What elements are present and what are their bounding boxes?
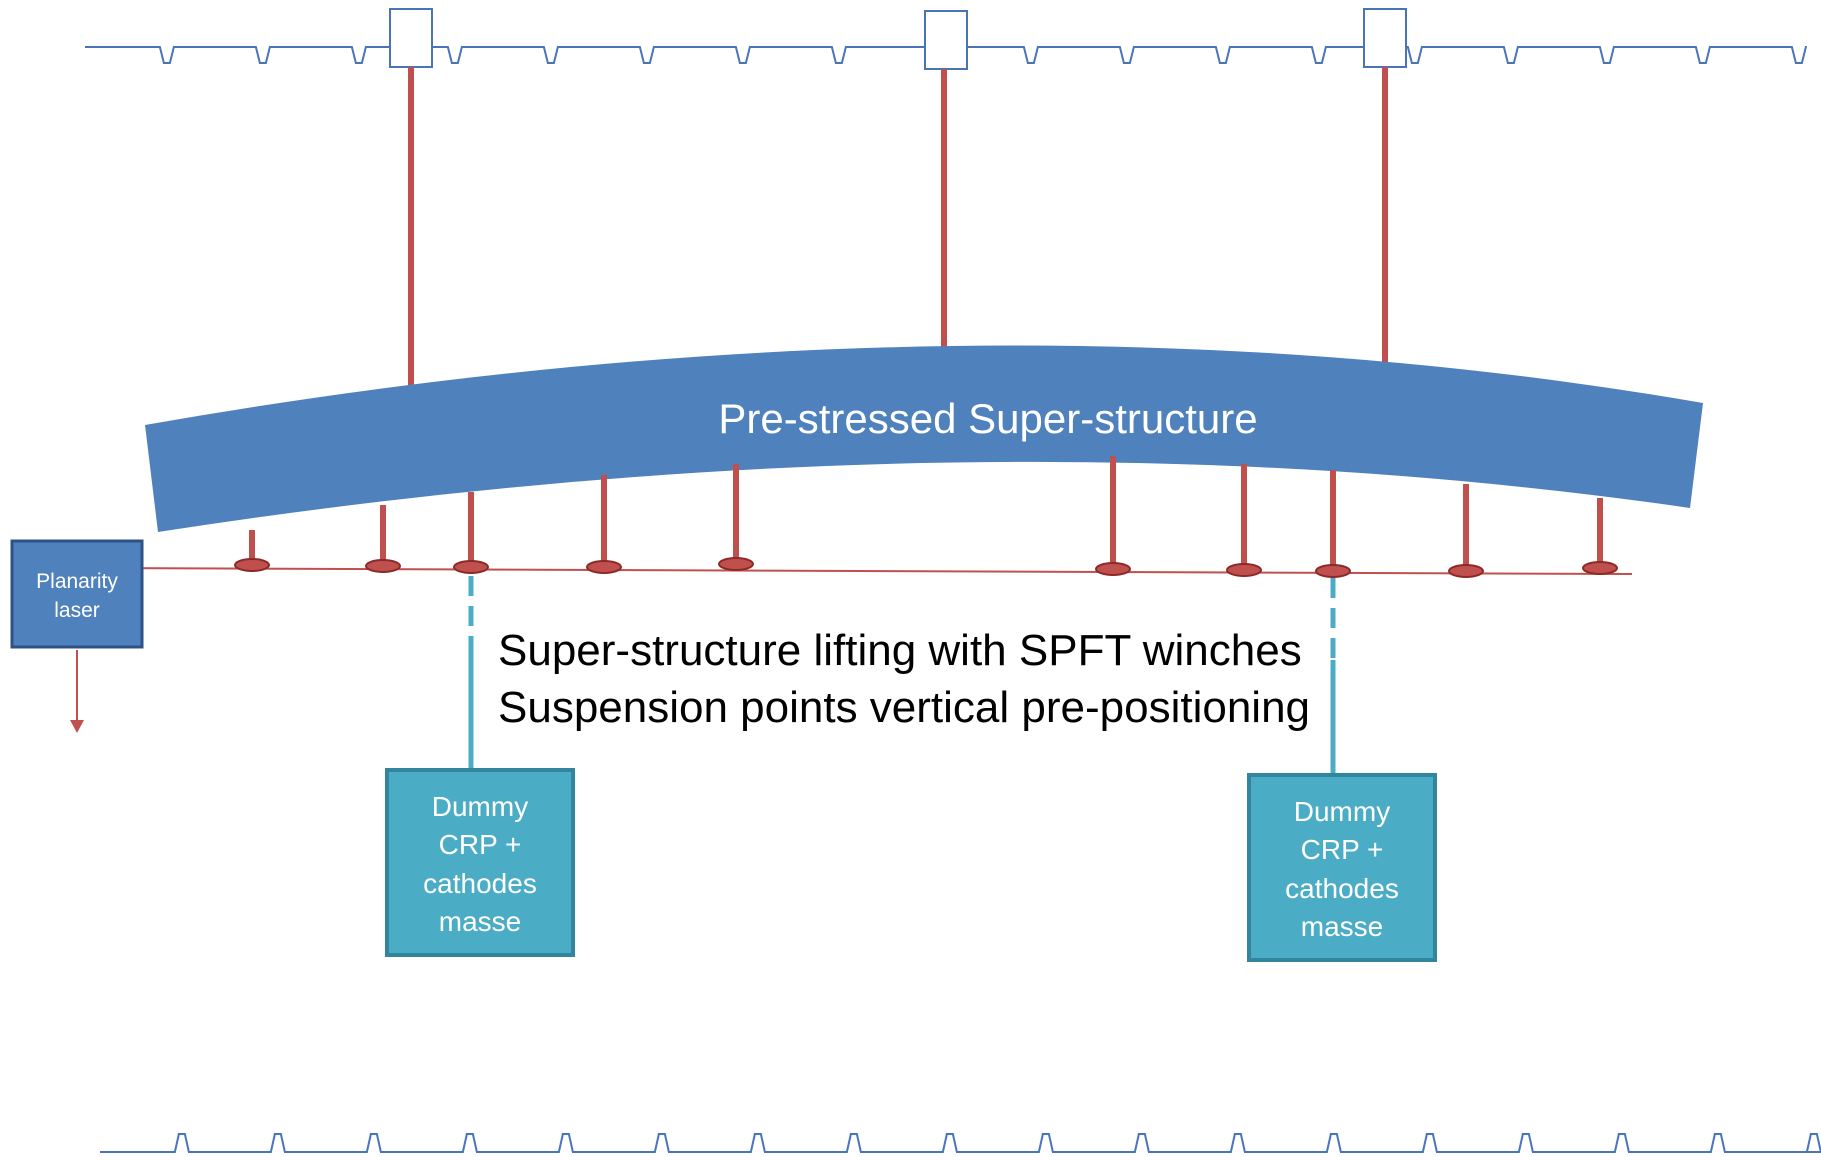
roof-winches: [389, 8, 1407, 70]
bottom-corrugated-membrane: [100, 1133, 1821, 1153]
dummy-left-line1: Dummy: [432, 791, 528, 822]
suspension-point: [1095, 562, 1131, 576]
superstructure-beam: [145, 345, 1703, 532]
dummy-right-line1: Dummy: [1294, 796, 1390, 827]
suspension-point: [365, 559, 401, 573]
dummy-left-line3: cathodes: [423, 868, 537, 899]
suspension-point: [234, 558, 270, 572]
suspension-point: [1448, 564, 1484, 578]
winch-box: [389, 8, 433, 68]
caption-line-2: Suspension points vertical pre-positioni…: [498, 683, 1310, 732]
dummy-right-line4: masse: [1301, 911, 1383, 942]
dummy-mass-left: [385, 768, 575, 957]
suspension-point: [453, 560, 489, 574]
winch-box: [924, 10, 968, 70]
winch-box: [1363, 8, 1407, 68]
superstructure-label: Pre-stressed Super-structure: [718, 395, 1257, 442]
top-corrugated-membrane: [85, 46, 1808, 64]
dummy-mass-right: [1247, 773, 1437, 962]
suspension-point: [1226, 563, 1262, 577]
laser-beam-line: [109, 567, 1633, 575]
suspension-point: [586, 560, 622, 574]
laser-down-arrow-head: [70, 720, 84, 733]
planarity-laser-label-line1: Planarity: [36, 570, 118, 593]
caption-line-1: Super-structure lifting with SPFT winche…: [498, 626, 1302, 675]
suspension-points: [234, 557, 1618, 578]
dummy-left-line4: masse: [439, 906, 521, 937]
planarity-laser-box: [10, 539, 144, 649]
suspension-point: [718, 557, 754, 571]
planarity-laser-label-line2: laser: [54, 599, 100, 622]
winch-cables: [408, 67, 1388, 390]
suspension-rods: [249, 456, 1603, 571]
dummy-right-line2: CRP +: [1301, 834, 1384, 865]
dummy-left-line2: CRP +: [439, 829, 522, 860]
dummy-right-line3: cathodes: [1285, 873, 1399, 904]
suspension-point: [1582, 561, 1618, 575]
dummy-cables: [468, 576, 1336, 775]
suspension-point: [1315, 564, 1351, 578]
